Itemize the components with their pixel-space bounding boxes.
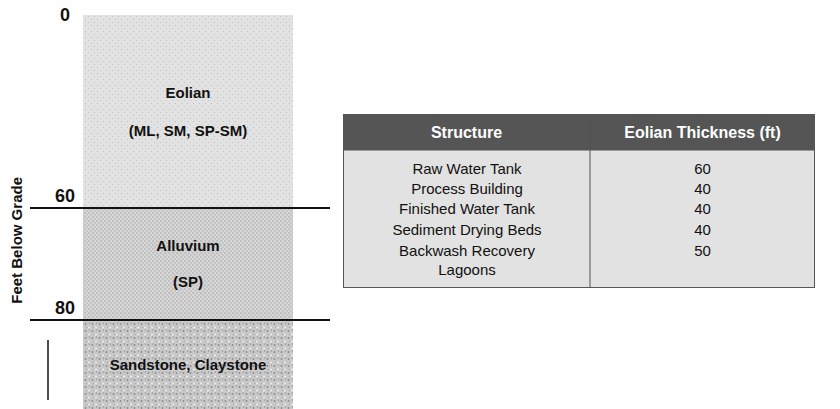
table-cell: 60 — [590, 160, 815, 179]
soil-layer-band: Alluvium (SP) — [83, 208, 293, 320]
table-divider — [590, 114, 591, 288]
soil-layer-band: Eolian (ML, SM, SP-SM) — [83, 15, 293, 208]
table-header: Eolian Thickness (ft) — [590, 123, 815, 143]
depth-line — [30, 207, 330, 209]
eolian-fill — [83, 15, 293, 208]
depth-line — [30, 319, 330, 321]
table-cell: Raw Water Tank — [383, 160, 551, 179]
depth-tick: 0 — [40, 4, 90, 27]
table-cell: 50 — [590, 242, 815, 261]
table-cell: Finished Water Tank — [383, 200, 551, 219]
table-header: Structure — [343, 123, 590, 143]
table-cell: Sediment Drying Beds — [383, 221, 551, 240]
layer-name: Alluvium — [156, 237, 219, 255]
layer-name: Sandstone, Claystone — [110, 356, 267, 374]
soil-class: (ML, SM, SP-SM) — [129, 122, 247, 140]
depth-tick: 80 — [40, 297, 90, 320]
table-header-fill — [343, 114, 815, 150]
soil-class: (SP) — [173, 273, 203, 291]
soil-layer-band: Sandstone, Claystone — [83, 320, 293, 409]
table-body — [344, 150, 815, 288]
table-cell: 40 — [590, 180, 815, 199]
depth-tick: 60 — [40, 185, 90, 208]
alluvium-fill — [83, 208, 293, 320]
table-cell: 40 — [590, 221, 815, 240]
rock-fill — [83, 320, 293, 409]
table-cell: Process Building — [383, 180, 551, 199]
axis-title: Feet Below Grade — [8, 177, 27, 304]
axis-line — [47, 340, 49, 400]
table-cell: 40 — [590, 200, 815, 219]
table-cell: Backwash Recovery Lagoons — [383, 242, 551, 280]
layer-name: Eolian — [165, 84, 210, 102]
